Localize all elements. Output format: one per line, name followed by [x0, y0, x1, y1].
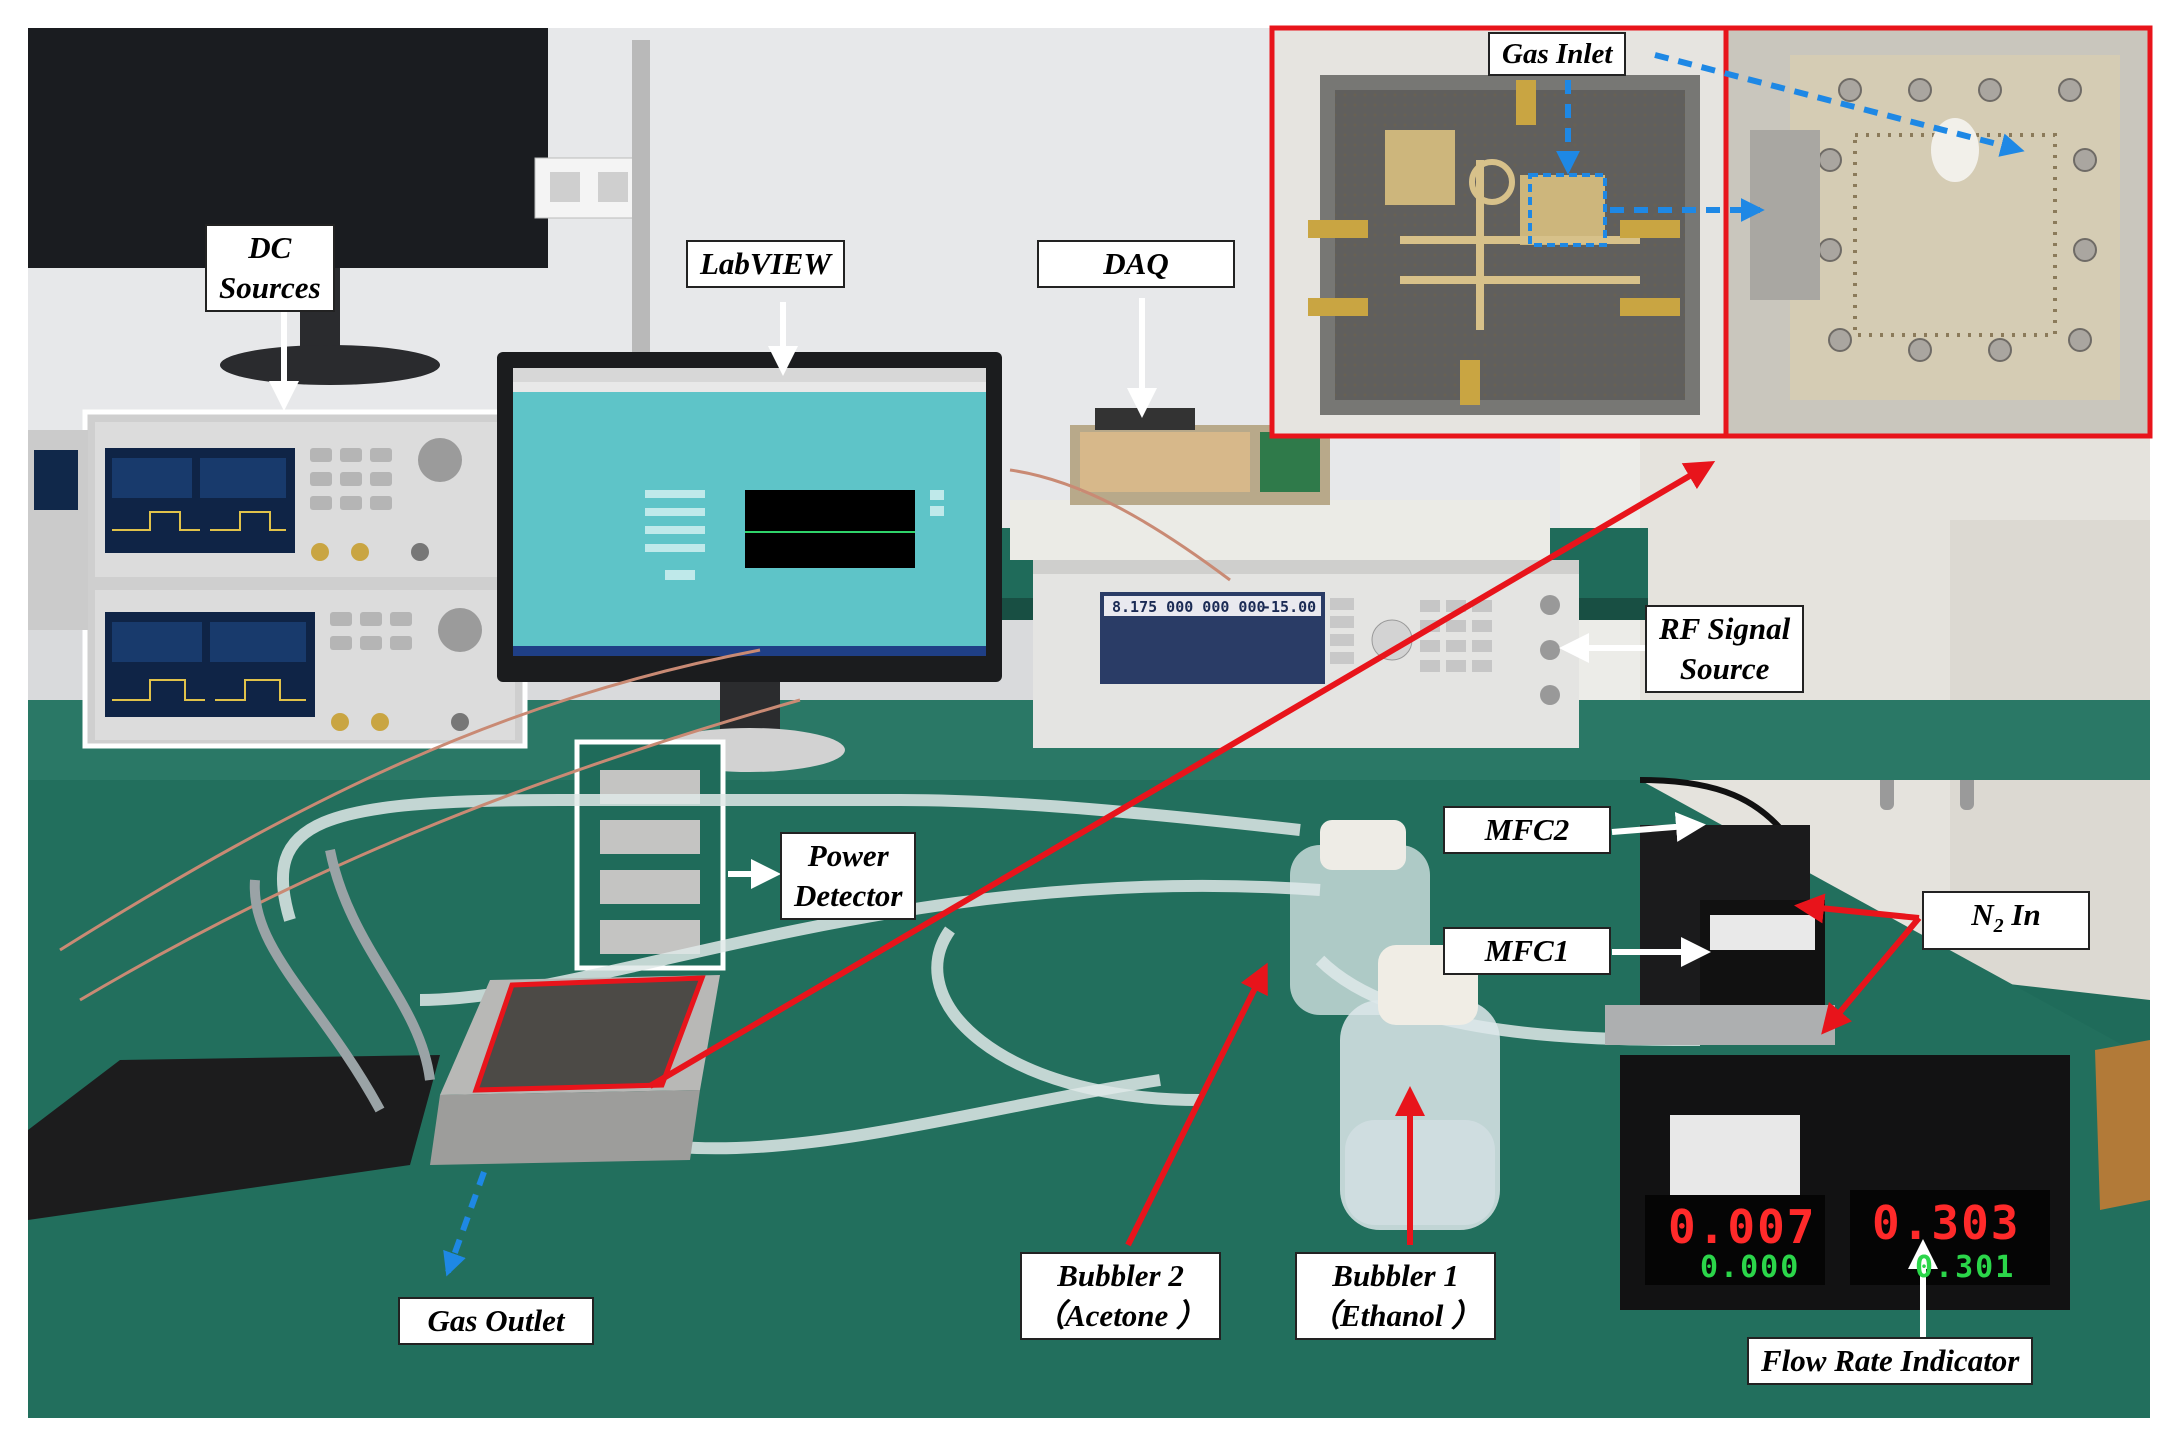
label-power-detector-line1: Power: [807, 838, 889, 873]
flow-meter-left-top: 0.007: [1668, 1200, 1817, 1254]
label-gas-outlet: Gas Outlet: [398, 1297, 594, 1345]
flow-meter-left-bottom: 0.000: [1700, 1250, 1801, 1285]
flow-meter-right-top: 0.303: [1872, 1196, 2021, 1250]
label-bubbler1-line2: （Ethanol ）: [1309, 1298, 1483, 1333]
label-mfc2: MFC2: [1443, 806, 1611, 854]
label-bubbler1-line1: Bubbler 1: [1332, 1258, 1459, 1293]
label-power-detector-line2: Detector: [794, 878, 903, 913]
flow-meter-right-bottom: 0.301: [1915, 1250, 2016, 1285]
label-n2-suffix: In: [2003, 897, 2041, 932]
label-flow-rate-indicator: Flow Rate Indicator: [1747, 1337, 2034, 1385]
label-gas-inlet: Gas Inlet: [1488, 32, 1627, 76]
label-bubbler2: Bubbler 2 （Acetone ）: [1020, 1252, 1222, 1340]
label-labview: LabVIEW: [686, 240, 845, 288]
rf-frequency-readout: 8.175 000 000 000: [1112, 598, 1266, 616]
label-rf-signal-source: RF Signal Source: [1645, 605, 1805, 693]
label-bubbler1: Bubbler 1 （Ethanol ）: [1295, 1252, 1497, 1340]
rf-power-readout: -15.00: [1262, 598, 1317, 616]
label-daq: DAQ: [1037, 240, 1235, 288]
label-n2-prefix: N: [1971, 897, 1994, 932]
label-bubbler2-line1: Bubbler 2: [1057, 1258, 1184, 1293]
label-dc-sources-line1: DC: [248, 230, 292, 265]
label-n2-subscript: 2: [1993, 915, 2004, 938]
label-rf-signal-source-line2: Source: [1679, 651, 1770, 686]
label-mfc1: MFC1: [1443, 927, 1611, 975]
label-n2-in: N2 In: [1922, 891, 2090, 951]
label-bubbler2-line2: （Acetone ）: [1034, 1298, 1208, 1333]
label-dc-sources: DC Sources: [205, 224, 335, 312]
label-power-detector: Power Detector: [780, 832, 917, 920]
label-dc-sources-line2: Sources: [219, 270, 321, 305]
label-rf-signal-source-line1: RF Signal: [1659, 611, 1791, 646]
